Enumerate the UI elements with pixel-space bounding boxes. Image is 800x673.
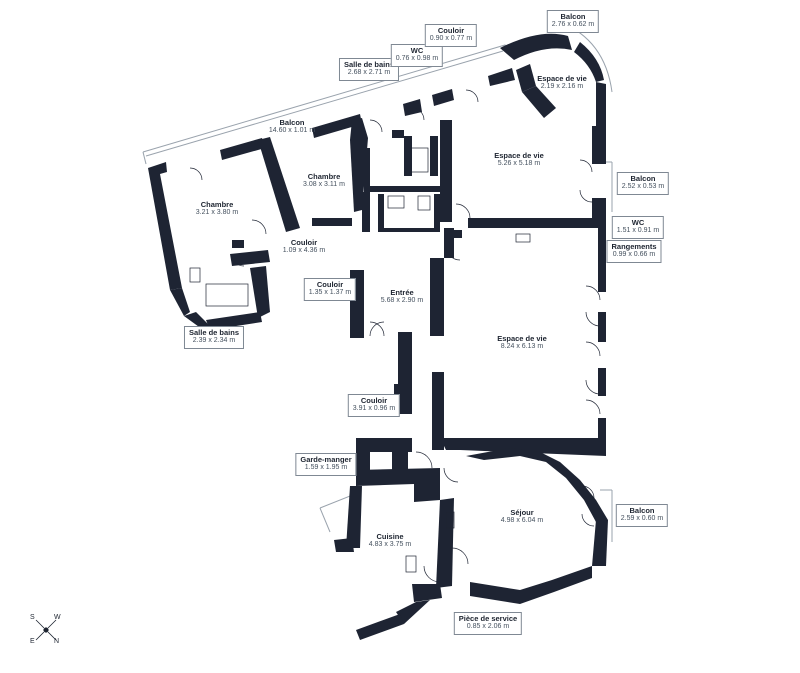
room-label-piece-service: Pièce de service 0.85 x 2.06 m bbox=[453, 612, 523, 636]
room-name: Balcon bbox=[279, 118, 305, 127]
room-name: Pièce de service bbox=[458, 614, 518, 623]
room-name: Couloir bbox=[360, 396, 388, 405]
room-dimensions: 14.60 x 1.01 m bbox=[268, 127, 316, 135]
room-label-couloir-top: Couloir 0.90 x 0.77 m bbox=[424, 24, 478, 48]
room-dimensions: 3.91 x 0.96 m bbox=[352, 405, 396, 413]
room-name: Salle de bains bbox=[343, 60, 395, 69]
room-name: Chambre bbox=[200, 200, 234, 209]
room-label-sejour: Séjour 4.98 x 6.04 m bbox=[501, 508, 543, 526]
room-dimensions: 1.09 x 4.36 m bbox=[282, 247, 326, 255]
room-label-espace-vie-large: Espace de vie 8.24 x 6.13 m bbox=[497, 334, 547, 352]
room-label-couloir-left: Couloir 1.09 x 4.36 m bbox=[283, 238, 325, 256]
compass-south: S bbox=[30, 614, 35, 621]
room-dimensions: 2.59 x 0.60 m bbox=[620, 515, 664, 523]
room-dimensions: 2.52 x 0.53 m bbox=[621, 183, 665, 191]
room-dimensions: 2.68 x 2.71 m bbox=[347, 69, 391, 77]
room-dimensions: 1.35 x 1.37 m bbox=[308, 289, 352, 297]
walls bbox=[148, 33, 608, 640]
room-dimensions: 0.90 x 0.77 m bbox=[429, 35, 473, 43]
room-label-chambre-1: Chambre 3.21 x 3.80 m bbox=[196, 200, 238, 218]
room-label-espace-vie-mid: Espace de vie 5.26 x 5.18 m bbox=[494, 151, 544, 169]
room-name: Balcon bbox=[630, 174, 656, 183]
room-label-couloir-small: Couloir 1.35 x 1.37 m bbox=[303, 278, 357, 302]
room-name: Balcon bbox=[560, 12, 586, 21]
room-label-balcon-right: Balcon 2.52 x 0.53 m bbox=[616, 172, 670, 196]
room-name: Garde-manger bbox=[300, 455, 352, 464]
room-name: Cuisine bbox=[376, 532, 404, 541]
room-label-espace-vie-small: Espace de vie 2.19 x 2.16 m bbox=[537, 74, 587, 92]
room-label-salle-bains-left: Salle de bains 2.39 x 2.34 m bbox=[183, 326, 245, 350]
room-name: Entrée bbox=[390, 288, 414, 297]
room-dimensions: 0.85 x 2.06 m bbox=[466, 623, 510, 631]
room-name: Rangements bbox=[611, 242, 657, 251]
room-label-chambre-2: Chambre 3.08 x 3.11 m bbox=[303, 172, 345, 190]
room-label-entree: Entrée 5.68 x 2.90 m bbox=[381, 288, 423, 306]
room-name: Couloir bbox=[290, 238, 318, 247]
door-swings bbox=[189, 89, 601, 583]
room-name: Couloir bbox=[437, 26, 465, 35]
compass-east: E bbox=[30, 638, 35, 645]
room-name: Espace de vie bbox=[494, 151, 544, 160]
room-label-cuisine: Cuisine 4.83 x 3.75 m bbox=[369, 532, 411, 550]
room-dimensions: 2.39 x 2.34 m bbox=[192, 337, 236, 345]
room-name: Séjour bbox=[510, 508, 534, 517]
room-name: Salle de bains bbox=[188, 328, 240, 337]
room-dimensions: 5.26 x 5.18 m bbox=[497, 160, 541, 168]
room-dimensions: 4.83 x 3.75 m bbox=[368, 541, 412, 549]
room-dimensions: 8.24 x 6.13 m bbox=[500, 343, 544, 351]
room-dimensions: 0.76 x 0.98 m bbox=[395, 55, 439, 63]
room-label-salle-bains-top: Salle de bains 2.68 x 2.71 m bbox=[338, 58, 400, 82]
room-dimensions: 4.98 x 6.04 m bbox=[500, 517, 544, 525]
room-label-wc-top: WC 0.76 x 0.98 m bbox=[390, 44, 444, 68]
room-dimensions: 3.21 x 3.80 m bbox=[195, 209, 239, 217]
room-name: Couloir bbox=[316, 280, 344, 289]
room-label-balcon-long: Balcon 14.60 x 1.01 m bbox=[269, 118, 315, 136]
room-label-balcon-corner: Balcon 2.76 x 0.62 m bbox=[546, 10, 600, 34]
fixtures bbox=[189, 147, 531, 573]
room-label-garde-manger: Garde-manger 1.59 x 1.95 m bbox=[295, 453, 357, 477]
room-dimensions: 1.59 x 1.95 m bbox=[304, 464, 348, 472]
room-label-rangements: Rangements 0.99 x 0.66 m bbox=[606, 240, 662, 264]
room-dimensions: 5.68 x 2.90 m bbox=[380, 297, 424, 305]
room-dimensions: 0.99 x 0.66 m bbox=[612, 251, 656, 259]
room-label-couloir-mid: Couloir 3.91 x 0.96 m bbox=[347, 394, 401, 418]
room-name: Balcon bbox=[629, 506, 655, 515]
room-name: Chambre bbox=[307, 172, 341, 181]
room-label-balcon-sejour: Balcon 2.59 x 0.60 m bbox=[615, 504, 669, 528]
compass: S W E N bbox=[28, 612, 64, 648]
room-name: WC bbox=[410, 46, 424, 55]
room-name: Espace de vie bbox=[497, 334, 547, 343]
room-label-wc-right: WC 1.51 x 0.91 m bbox=[611, 216, 665, 240]
room-name: Espace de vie bbox=[537, 74, 587, 83]
room-dimensions: 3.08 x 3.11 m bbox=[303, 181, 345, 189]
room-name: WC bbox=[631, 218, 645, 227]
room-dimensions: 1.51 x 0.91 m bbox=[616, 227, 660, 235]
compass-north: N bbox=[54, 638, 60, 645]
compass-rose-icon bbox=[35, 619, 57, 641]
compass-west: W bbox=[54, 614, 61, 621]
room-dimensions: 2.76 x 0.62 m bbox=[551, 21, 595, 29]
room-dimensions: 2.19 x 2.16 m bbox=[540, 83, 584, 91]
